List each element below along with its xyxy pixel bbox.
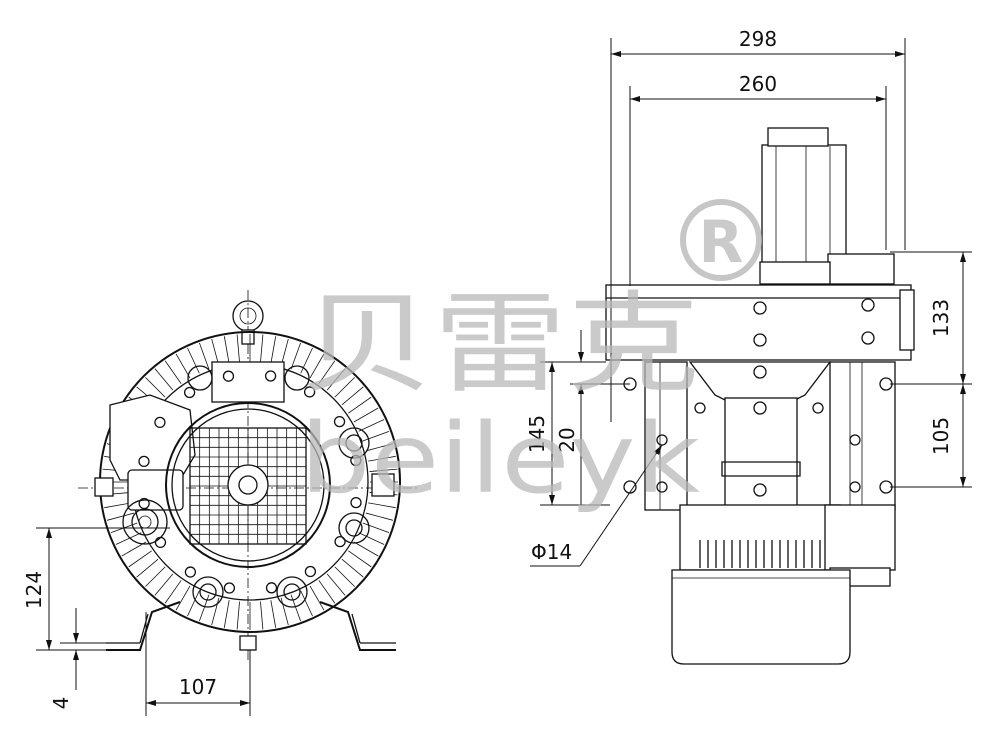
dim-body-width: 260 — [739, 72, 777, 96]
fin-line — [309, 585, 325, 611]
fin-line — [199, 594, 210, 622]
dim-offset: 20 — [555, 427, 579, 452]
fin-line — [365, 443, 394, 452]
terminal-box — [109, 394, 196, 481]
fin-line — [154, 368, 174, 391]
fin-line — [341, 386, 364, 406]
fin-line — [187, 590, 200, 617]
fin-line — [362, 431, 390, 442]
fin-line — [270, 336, 277, 364]
dim-half-foot-span: 107 — [179, 675, 217, 699]
fin-line — [175, 353, 191, 379]
fin-line — [223, 600, 230, 628]
fin-line — [154, 573, 174, 596]
fin-line — [353, 541, 379, 557]
dim-top-height: 133 — [929, 299, 953, 337]
side-cooling-fins — [699, 540, 821, 568]
fin-line — [128, 550, 152, 568]
fin-line — [334, 377, 355, 398]
fin-line — [223, 336, 230, 364]
bolt-icon — [350, 496, 362, 509]
fin-line — [358, 532, 385, 545]
front-view — [78, 290, 420, 660]
fin-line — [164, 580, 182, 604]
brand-watermark: 贝雷克 beileyk R — [300, 199, 762, 515]
fin-line — [145, 377, 166, 398]
watermark-registered-letter: R — [699, 208, 744, 276]
fin-line — [104, 502, 132, 509]
fin-line — [365, 512, 394, 521]
fin-line — [236, 334, 240, 363]
bolt-icon — [223, 582, 236, 594]
dim-lower-height: 105 — [929, 417, 953, 455]
fin-line — [199, 342, 210, 370]
fin-line — [211, 597, 220, 626]
fin-line — [309, 353, 325, 379]
fin-line — [187, 347, 200, 374]
dim-center-height: 124 — [22, 571, 46, 609]
fin-line — [260, 601, 264, 630]
watermark-brand-cn: 贝雷克 — [300, 280, 700, 408]
dim-mount-height: 145 — [525, 415, 549, 453]
fin-line — [348, 550, 372, 568]
bolt-icon — [334, 535, 346, 548]
fin-line — [106, 512, 135, 521]
fin-line — [290, 594, 301, 622]
fin-line — [270, 600, 277, 628]
fin-line — [353, 407, 379, 423]
fin-line — [115, 532, 142, 545]
dim-foot-thickness: 4 — [49, 697, 73, 710]
bolt-icon — [265, 582, 278, 594]
fin-line — [334, 566, 355, 587]
bolt-icon — [154, 416, 166, 429]
fin-line — [300, 590, 313, 617]
dimension-labels: 298 260 133 105 145 20 Φ14 124 4 107 — [22, 27, 953, 709]
fin-line — [348, 396, 372, 414]
bolt-icon — [183, 386, 196, 399]
bolt-icon — [304, 565, 317, 578]
bolt-icon — [222, 370, 235, 382]
bolt-icon — [184, 566, 197, 578]
fin-line — [341, 558, 364, 578]
fin-line — [145, 566, 166, 587]
registered-mark-icon — [680, 199, 762, 281]
fin-line — [362, 522, 390, 533]
fin-line — [358, 419, 385, 432]
fin-line — [326, 368, 346, 391]
motor-body — [671, 569, 851, 665]
dim-hole-diameter: Φ14 — [531, 540, 572, 564]
watermark-brand-en: beileyk — [300, 403, 700, 515]
fin-line — [290, 342, 301, 370]
fin-line — [368, 502, 396, 509]
fin-line — [175, 585, 191, 611]
fin-line — [318, 360, 336, 384]
fin-line — [368, 455, 396, 462]
fin-line — [300, 347, 313, 374]
dimension-lines — [36, 38, 972, 716]
fin-line — [164, 360, 182, 384]
bolt-icon — [138, 455, 150, 468]
dim-overall-width: 298 — [739, 27, 777, 51]
bolt-icon — [264, 370, 277, 382]
fin-line — [326, 573, 346, 596]
lifting-eye-icon — [232, 300, 264, 345]
fin-line — [369, 468, 398, 472]
bolt-icon — [350, 454, 362, 467]
fin-line — [260, 334, 264, 363]
housing-bolts — [138, 370, 362, 594]
bolt-icon — [138, 497, 150, 510]
bolt-icon — [303, 386, 316, 398]
bolt-icon — [154, 536, 167, 549]
bolt-icon — [333, 415, 346, 428]
fin-line — [136, 558, 159, 578]
fin-line — [318, 580, 336, 604]
side-view — [605, 127, 915, 665]
fin-line — [236, 601, 240, 630]
fin-line — [280, 597, 289, 626]
